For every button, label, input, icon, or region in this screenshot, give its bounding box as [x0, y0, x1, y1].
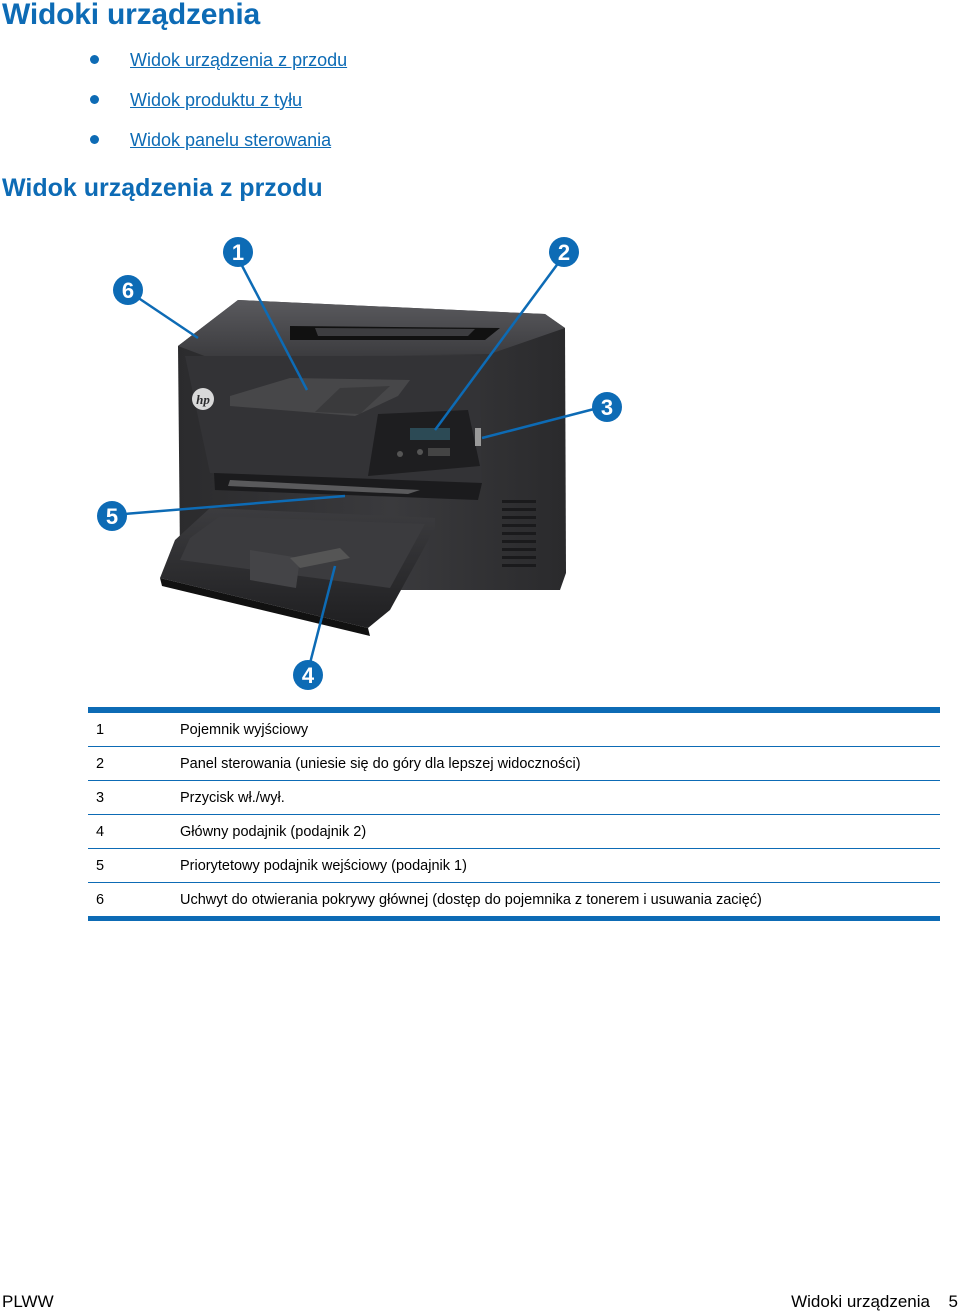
toc-item[interactable]: Widok urządzenia z przodu: [88, 46, 347, 86]
page-number: 5: [948, 1292, 958, 1311]
control-panel: [368, 410, 480, 476]
table-row: 5 Priorytetowy podajnik wejściowy (podaj…: [88, 848, 940, 883]
page-footer: PLWW Widoki urządzenia 5: [0, 1290, 960, 1316]
svg-text:5: 5: [106, 504, 118, 529]
callout-leaders: [111, 257, 599, 672]
part-description: Pojemnik wyjściowy: [180, 721, 309, 738]
callout-2: 2: [549, 237, 579, 267]
callout-6: 6: [113, 275, 143, 305]
toc-item[interactable]: Widok produktu z tyłu: [88, 86, 347, 126]
toc-item[interactable]: Widok panelu sterowania: [88, 126, 347, 166]
part-number: 4: [88, 814, 180, 849]
toc-link-front-view[interactable]: Widok urządzenia z przodu: [130, 50, 348, 70]
table-row: 2 Panel sterowania (uniesie się do góry …: [88, 746, 940, 781]
callout-3: 3: [592, 392, 622, 422]
bullet-icon: [90, 95, 99, 104]
part-description: Przycisk wł./wył.: [180, 780, 940, 815]
table-row: 3 Przycisk wł./wył.: [88, 780, 940, 815]
table-row: 4 Główny podajnik (podajnik 2): [88, 814, 940, 849]
part-description: Priorytetowy podajnik wejściowy (podajni…: [180, 848, 940, 883]
footer-doc-code: PLWW: [2, 1292, 54, 1311]
hp-logo-icon: [192, 388, 214, 410]
printer-body: hp: [160, 300, 566, 636]
svg-text:3: 3: [601, 395, 613, 420]
printer-front-view-figure: hp: [97, 237, 622, 690]
part-description: Panel sterowania (uniesie się do góry dl…: [180, 746, 940, 781]
part-number: 2: [88, 746, 180, 781]
part-description: Główny podajnik (podajnik 2): [180, 814, 940, 849]
svg-text:4: 4: [302, 663, 315, 688]
callout-5: 5: [97, 501, 127, 531]
power-button: [475, 428, 481, 446]
part-number: 5: [88, 848, 180, 883]
bullet-icon: [90, 55, 99, 64]
svg-text:6: 6: [122, 278, 134, 303]
part-number: 6: [88, 882, 180, 919]
part-number: 1: [96, 721, 105, 738]
table-of-contents: Widok urządzenia z przodu Widok produktu…: [88, 46, 347, 166]
footer-chapter-title: Widoki urządzenia: [791, 1292, 930, 1311]
parts-table: 1 Pojemnik wyjściowy 2 Panel sterowania …: [88, 707, 940, 921]
callout-1: 1: [223, 237, 253, 267]
section-title: Widok urządzenia z przodu: [2, 174, 323, 202]
table-row: 6 Uchwyt do otwierania pokrywy głównej (…: [88, 882, 940, 919]
toc-link-control-panel-view[interactable]: Widok panelu sterowania: [130, 130, 332, 150]
bullet-icon: [90, 135, 99, 144]
svg-text:2: 2: [558, 240, 570, 265]
part-description: Uchwyt do otwierania pokrywy głównej (do…: [180, 882, 940, 919]
toc-link-back-view[interactable]: Widok produktu z tyłu: [130, 90, 303, 110]
part-number: 3: [88, 780, 180, 815]
callout-4: 4: [293, 660, 323, 690]
svg-text:1: 1: [232, 240, 244, 265]
table-row: 1 Pojemnik wyjściowy: [88, 710, 940, 747]
page-title: Widoki urządzenia: [2, 0, 261, 31]
hp-logo-text: hp: [196, 392, 210, 407]
